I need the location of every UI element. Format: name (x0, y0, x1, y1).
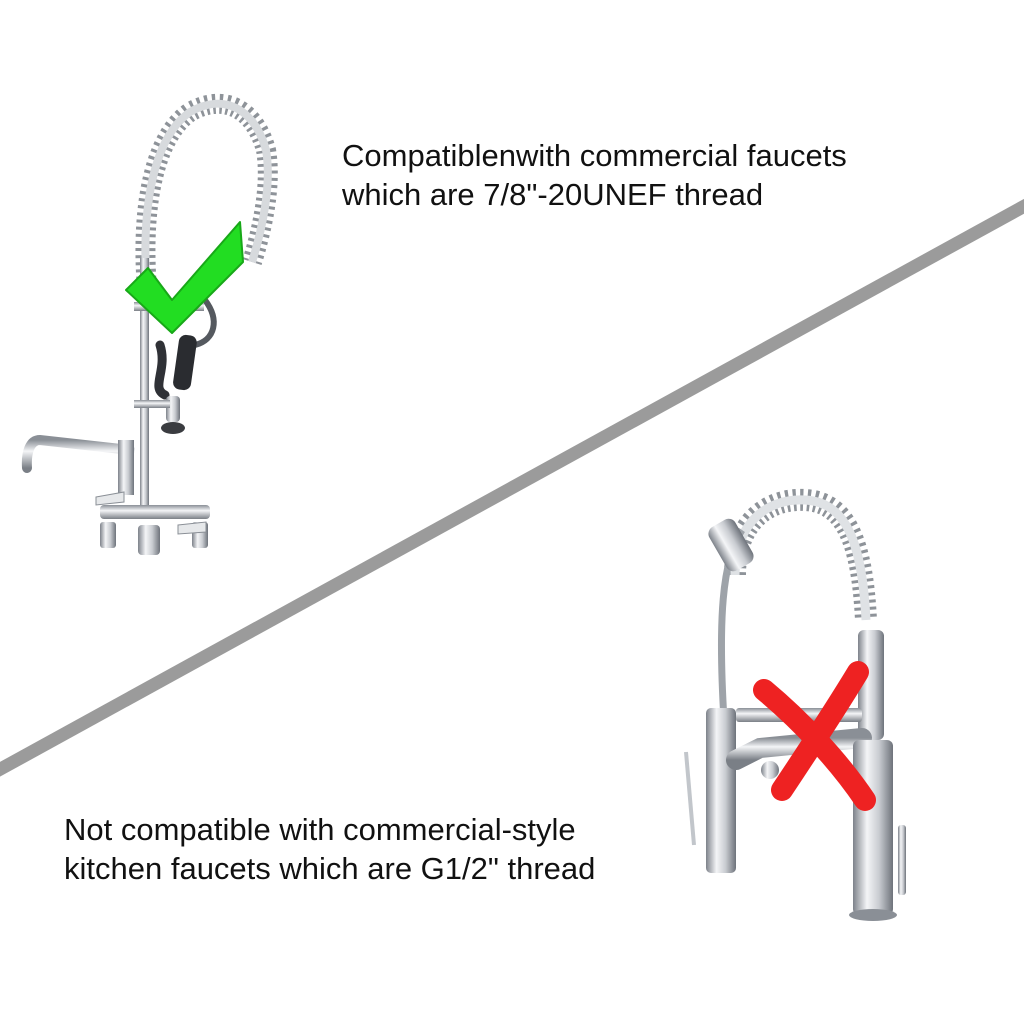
cross-mark-icon (753, 661, 876, 811)
not-compatible-caption: Not compatible with commercial-style kit… (64, 810, 595, 888)
compatible-caption-line-2: which are 7/8"-20UNEF thread (342, 177, 764, 212)
not-compatible-caption-line-2: kitchen faucets which are G1/2" thread (64, 851, 596, 886)
not-compatible-caption-line-1: Not compatible with commercial-style (64, 812, 576, 847)
compatible-caption-line-1: Compatiblenwith commercial faucets (342, 138, 847, 173)
diagonal-divider (0, 198, 1024, 777)
compatible-caption: Compatiblenwith commercial faucets which… (342, 136, 847, 214)
commercial-faucet-image (21, 93, 278, 555)
check-mark-icon (125, 221, 244, 334)
